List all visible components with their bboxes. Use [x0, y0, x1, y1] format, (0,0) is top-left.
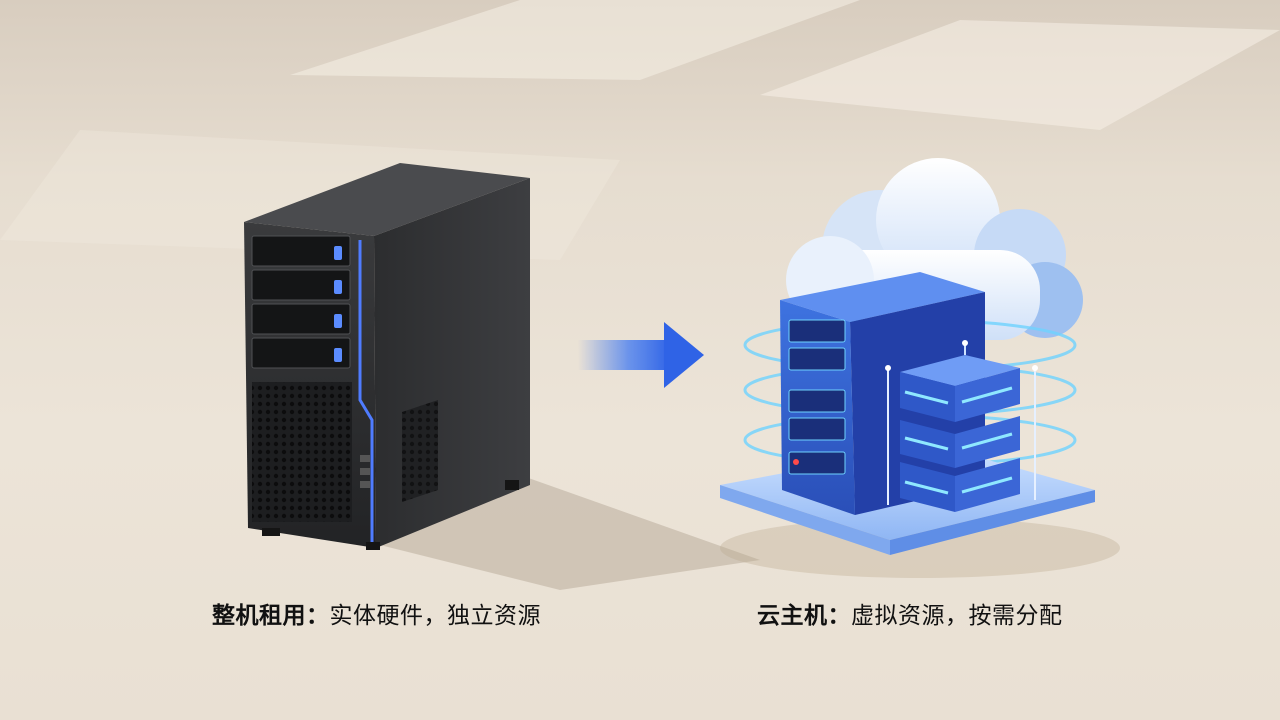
cloud-server-icon	[720, 158, 1120, 578]
arrow-right-icon	[578, 322, 704, 388]
tower-server-icon	[244, 163, 530, 550]
caption-right-title: 云主机：	[757, 603, 851, 629]
caption-left-title: 整机租用：	[212, 603, 330, 629]
drive-bays	[251, 235, 351, 369]
caption-whole-machine: 整机租用：实体硬件，独立资源	[212, 596, 541, 630]
light-strip	[358, 240, 374, 545]
light-patches	[0, 0, 1280, 260]
caption-left-desc: 实体硬件，独立资源	[329, 603, 541, 629]
caption-cloud-host: 云主机：虚拟资源，按需分配	[757, 596, 1063, 630]
stacked-units	[900, 340, 1020, 512]
caption-right-desc: 虚拟资源，按需分配	[851, 603, 1063, 629]
front-grill	[252, 382, 352, 522]
